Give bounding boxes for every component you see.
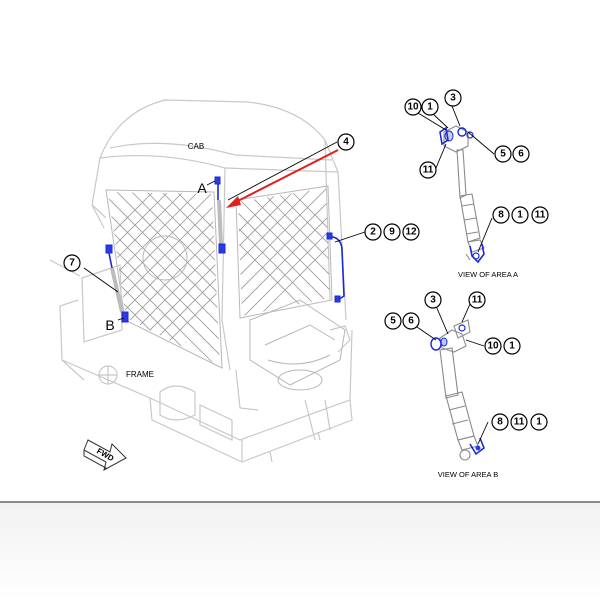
svg-text:6: 6 xyxy=(518,149,524,160)
gas-strut-area-a[interactable] xyxy=(214,176,226,254)
callout-2-9-12: 2 9 12 xyxy=(364,223,420,241)
view-area-b-caption: VIEW OF AREA B xyxy=(438,470,498,479)
svg-text:1: 1 xyxy=(536,417,542,428)
cab-side-mesh xyxy=(238,188,330,316)
svg-text:12: 12 xyxy=(405,227,417,238)
svg-text:10: 10 xyxy=(487,341,499,352)
svg-text:5: 5 xyxy=(390,316,396,327)
frame-label: FRAME xyxy=(126,370,154,379)
cab-front-mesh xyxy=(108,192,220,366)
svg-text:3: 3 xyxy=(430,295,436,306)
callout-4: 4 xyxy=(337,133,355,151)
gas-strut-area-b[interactable] xyxy=(105,244,129,323)
bottom-divider xyxy=(0,501,600,503)
svg-text:1: 1 xyxy=(427,102,433,113)
area-a-marker: A xyxy=(197,180,207,196)
view-area-a-caption: VIEW OF AREA A xyxy=(458,270,518,279)
svg-text:5: 5 xyxy=(500,149,506,160)
cab-outline xyxy=(49,99,353,463)
red-pointer-arrow xyxy=(226,149,339,208)
cab-label: CAB xyxy=(188,142,204,151)
exploded-view-svg: 4 7 2 9 12 CAB FRAME A B xyxy=(49,89,549,479)
svg-text:11: 11 xyxy=(423,165,434,176)
svg-text:2: 2 xyxy=(370,227,376,238)
blank-footer-area xyxy=(0,503,600,600)
forward-direction-arrow: FWD xyxy=(83,439,127,471)
callout-7: 7 xyxy=(63,254,81,272)
svg-text:3: 3 xyxy=(450,93,456,104)
svg-text:1: 1 xyxy=(509,341,515,352)
svg-text:11: 11 xyxy=(472,295,483,306)
svg-text:1: 1 xyxy=(517,210,523,221)
svg-text:10: 10 xyxy=(407,102,419,113)
view-area-a: 10 1 3 5 6 11 8 1 11 VIEW OF AREA A xyxy=(404,89,549,279)
svg-text:6: 6 xyxy=(408,316,414,327)
svg-text:7: 7 xyxy=(69,258,75,269)
svg-text:8: 8 xyxy=(497,417,503,428)
svg-text:4: 4 xyxy=(343,137,349,148)
svg-text:11: 11 xyxy=(514,417,525,428)
area-b-marker: B xyxy=(105,317,114,333)
svg-text:11: 11 xyxy=(535,210,546,221)
svg-text:9: 9 xyxy=(389,227,395,238)
view-area-b: 5 6 3 11 10 1 8 11 1 VIEW OF AREA B xyxy=(384,291,548,479)
svg-text:8: 8 xyxy=(498,210,504,221)
parts-diagram: 4 7 2 9 12 CAB FRAME A B xyxy=(49,89,549,479)
grab-handle[interactable] xyxy=(326,232,345,303)
